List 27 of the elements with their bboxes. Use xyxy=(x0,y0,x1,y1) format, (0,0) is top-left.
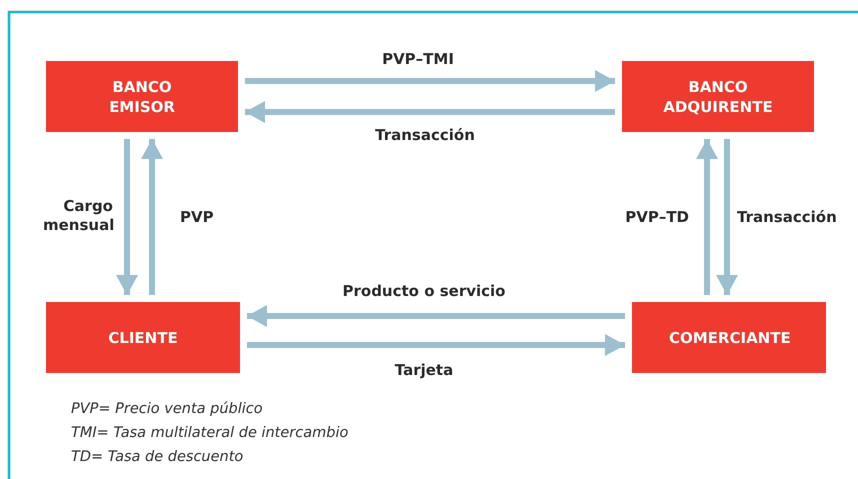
note: PVP= Precio venta público xyxy=(71,400,263,419)
edge-label: Producto o servicio xyxy=(342,282,506,301)
arrow xyxy=(245,70,615,92)
process-box xyxy=(622,61,814,132)
node-label: BANCO ADQUIRENTE xyxy=(662,76,774,116)
note: TMI= Tasa multilateral de intercambio xyxy=(71,424,348,443)
edge-label: Tarjeta xyxy=(394,361,454,380)
arrow xyxy=(716,139,738,295)
edge-label: Transacción xyxy=(375,126,475,145)
edge-label: Transacción xyxy=(737,208,837,227)
arrow xyxy=(696,139,718,295)
arrow xyxy=(116,139,138,295)
edge-label: Cargo mensual xyxy=(43,197,113,235)
node-label: CLIENTE xyxy=(108,328,178,348)
edge-label: PVP–TMI xyxy=(382,50,454,69)
process-box xyxy=(46,302,240,373)
process-box xyxy=(46,61,238,132)
edge-label: PVP–TD xyxy=(624,208,689,227)
process-box xyxy=(632,302,826,373)
arrow xyxy=(245,101,615,123)
node-label: BANCO EMISOR xyxy=(108,76,176,116)
node-label: COMERCIANTE xyxy=(669,328,789,348)
arrow xyxy=(247,305,625,327)
arrow xyxy=(141,139,163,295)
note: TD= Tasa de descuento xyxy=(71,448,244,467)
arrow xyxy=(247,334,625,356)
edge-label: PVP xyxy=(180,208,214,227)
